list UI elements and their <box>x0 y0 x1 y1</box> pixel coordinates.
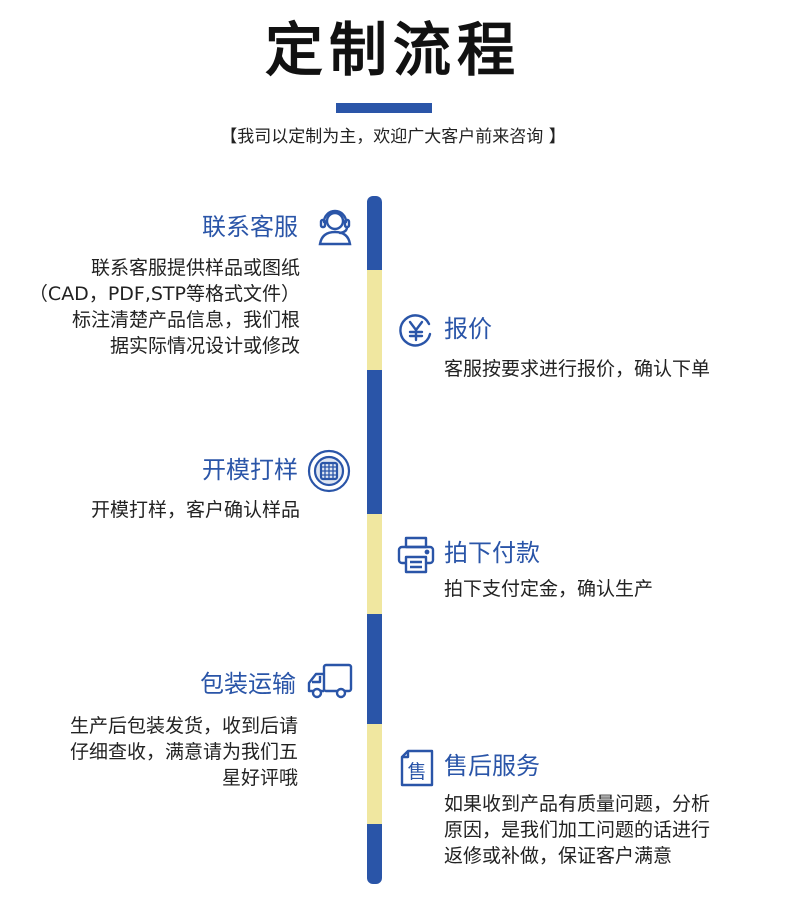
process-timeline <box>367 196 382 884</box>
desc-line: 生产后包装发货，收到后请 <box>69 715 298 737</box>
step-payment-title: 拍下付款 <box>444 539 540 567</box>
delivery-truck-icon <box>306 662 354 702</box>
step-mold-title: 开模打样 <box>202 456 298 484</box>
step-aftersales-desc: 如果收到产品有质量问题，分析 原因，是我们加工问题的话进行 返修或补做，保证客户… <box>444 791 710 869</box>
timeline-segment <box>367 724 382 824</box>
desc-line: 星好评哦 <box>221 767 298 789</box>
desc-line: 仔细查收，满意请为我们五 <box>69 741 298 763</box>
page-title: 定制流程 <box>264 16 521 84</box>
timeline-segment <box>367 196 382 270</box>
yuan-coin-icon <box>398 312 434 348</box>
after-sales-icon: 售 <box>396 748 436 788</box>
step-contact-title: 联系客服 <box>202 213 298 241</box>
timeline-segment <box>367 270 382 370</box>
customer-service-headset-icon <box>314 205 356 247</box>
timeline-segment <box>367 824 382 884</box>
step-quote-title: 报价 <box>444 315 492 343</box>
step-aftersales-title: 售后服务 <box>444 752 540 780</box>
step-shipping-title: 包装运输 <box>200 670 296 698</box>
title-underline <box>336 103 432 113</box>
printer-payment-icon <box>396 535 436 575</box>
step-mold-desc: 开模打样，客户确认样品 <box>91 497 300 523</box>
after-sales-icon-glyph: 售 <box>407 761 426 783</box>
page-subtitle: 【我司以定制为主，欢迎广大客户前来咨询 】 <box>220 127 566 147</box>
step-quote-desc: 客服按要求进行报价，确认下单 <box>444 356 710 382</box>
timeline-segment <box>367 514 382 614</box>
desc-line: 原因，是我们加工问题的话进行 <box>444 819 711 841</box>
step-contact-desc: 联系客服提供样品或图纸 （CAD，PDF,STP等格式文件） 标注清楚产品信息，… <box>29 255 300 359</box>
step-shipping-desc: 生产后包装发货，收到后请 仔细查收，满意请为我们五 星好评哦 <box>70 713 298 791</box>
timeline-segment <box>367 614 382 724</box>
desc-line: 联系客服提供样品或图纸 <box>90 257 300 279</box>
desc-line: 拍下支付定金，确认生产 <box>444 578 654 600</box>
desc-line: （CAD，PDF,STP等格式文件） <box>28 283 300 305</box>
desc-line: 开模打样，客户确认样品 <box>90 499 300 521</box>
desc-line: 据实际情况设计或修改 <box>109 335 300 357</box>
desc-line: 如果收到产品有质量问题，分析 <box>444 793 711 815</box>
desc-line: 标注清楚产品信息，我们根 <box>71 309 300 331</box>
timeline-segment <box>367 370 382 514</box>
desc-line: 客服按要求进行报价，确认下单 <box>444 358 711 380</box>
desc-line: 返修或补做，保证客户满意 <box>444 845 673 867</box>
step-payment-desc: 拍下支付定金，确认生产 <box>444 576 653 602</box>
mold-sample-icon <box>306 448 352 494</box>
